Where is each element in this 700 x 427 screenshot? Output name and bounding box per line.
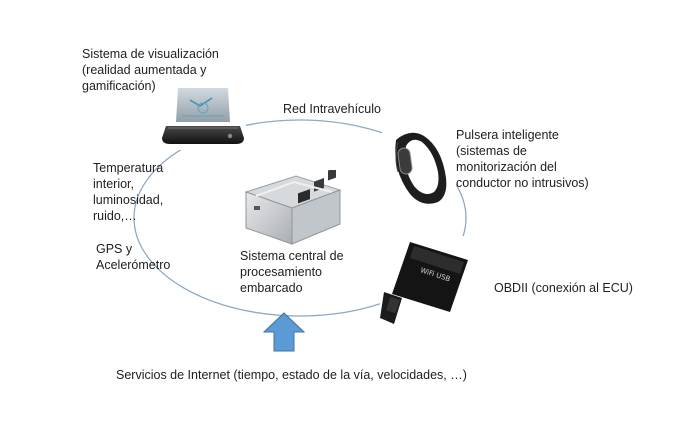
network-label: Red Intravehículo (283, 102, 381, 116)
bracelet-line-4: conductor no intrusivos) (456, 176, 589, 190)
central-line-1: Sistema central de (240, 249, 344, 263)
hud-display-image (160, 86, 246, 150)
display-line-1: Sistema de visualización (82, 47, 219, 61)
central-line-2: procesamiento (240, 265, 322, 279)
up-arrow-icon (262, 312, 306, 352)
smart-band-icon (395, 132, 447, 204)
smart-band-image (382, 128, 456, 212)
display-system-label: Sistema de visualización (realidad aumen… (82, 46, 219, 94)
sensors-label: Temperatura interior, luminosidad, ruido… (93, 160, 163, 224)
obd-label: OBDII (conexión al ECU) (494, 281, 633, 295)
sensors-line-4: ruido,… (93, 209, 137, 223)
gps-line-2: Acelerómetro (96, 258, 171, 272)
sensors-line-1: Temperatura (93, 161, 164, 175)
sensors-line-2: interior, (93, 177, 134, 191)
obd-adapter-icon: WiFi USB (380, 242, 468, 324)
sensors-line-3: luminosidad, (93, 193, 164, 207)
central-line-3: embarcado (240, 281, 303, 295)
display-line-3: gamificación) (82, 79, 156, 93)
central-system-label: Sistema central de procesamiento embarca… (240, 248, 344, 296)
gps-line-1: GPS y (96, 242, 133, 256)
bracelet-line-1: Pulsera inteligente (456, 128, 559, 142)
bracelet-label: Pulsera inteligente (sistemas de monitor… (456, 127, 589, 191)
mini-computer-image (236, 170, 346, 248)
internet-services-label: Servicios de Internet (tiempo, estado de… (116, 368, 467, 382)
obd-adapter-image: WiFi USB (380, 236, 476, 330)
gps-label: GPS y Acelerómetro (96, 241, 170, 273)
bracelet-line-2: (sistemas de (456, 144, 527, 158)
bracelet-line-3: monitorización del (456, 160, 557, 174)
mini-computer-icon (244, 170, 342, 245)
display-line-2: (realidad aumentada y (82, 63, 207, 77)
hud-display-icon (162, 88, 244, 144)
